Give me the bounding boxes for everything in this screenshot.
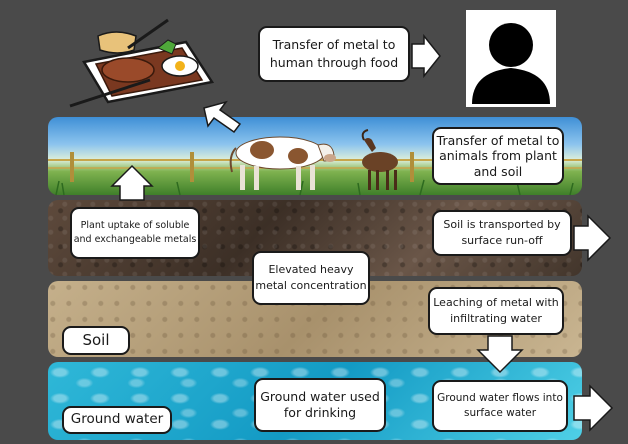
groundwater-label-box: Ground water — [62, 406, 172, 434]
leaching-box: Leaching of metal with infiltrating wate… — [428, 287, 564, 335]
arrow-right-icon — [411, 33, 441, 79]
human-transfer-box: Transfer of metal to human through food — [258, 26, 410, 82]
person-icon — [466, 10, 556, 107]
leaching-label: Leaching of metal with infiltrating wate… — [433, 296, 559, 325]
arrow-down-icon — [476, 335, 524, 374]
gw-flow-box: Ground water flows into surface water — [432, 380, 568, 432]
drinking-box: Ground water used for drinking — [254, 378, 386, 432]
arrow-outflow-icon — [573, 384, 614, 432]
goat-icon — [361, 129, 398, 190]
runoff-box: Soil is transported by surface run-off — [432, 210, 572, 256]
runoff-label: Soil is transported by surface run-off — [443, 218, 561, 247]
arrow-up-icon — [110, 164, 154, 201]
elevated-box: Elevated heavy metal concentration — [252, 251, 370, 305]
groundwater-label: Ground water — [70, 411, 164, 428]
plant-uptake-label: Plant uptake of soluble and exchangeable… — [73, 220, 197, 245]
arrow-runoff-icon — [573, 214, 612, 262]
gw-flow-label: Ground water flows into surface water — [437, 391, 563, 419]
animal-transfer-label: Transfer of metal to animals from plant … — [436, 132, 560, 179]
animal-transfer-box: Transfer of metal to animals from plant … — [432, 127, 564, 185]
plant-uptake-box: Plant uptake of soluble and exchangeable… — [70, 207, 200, 259]
cow-icon — [229, 136, 336, 190]
elevated-label: Elevated heavy metal concentration — [255, 263, 367, 292]
food-plate-icon — [69, 18, 215, 108]
arrow-up-left-icon — [203, 100, 242, 134]
soil-label-box: Soil — [62, 326, 130, 355]
drinking-label: Ground water used for drinking — [260, 389, 380, 420]
soil-label: Soil — [82, 330, 110, 349]
human-transfer-label: Transfer of metal to human through food — [269, 36, 399, 70]
